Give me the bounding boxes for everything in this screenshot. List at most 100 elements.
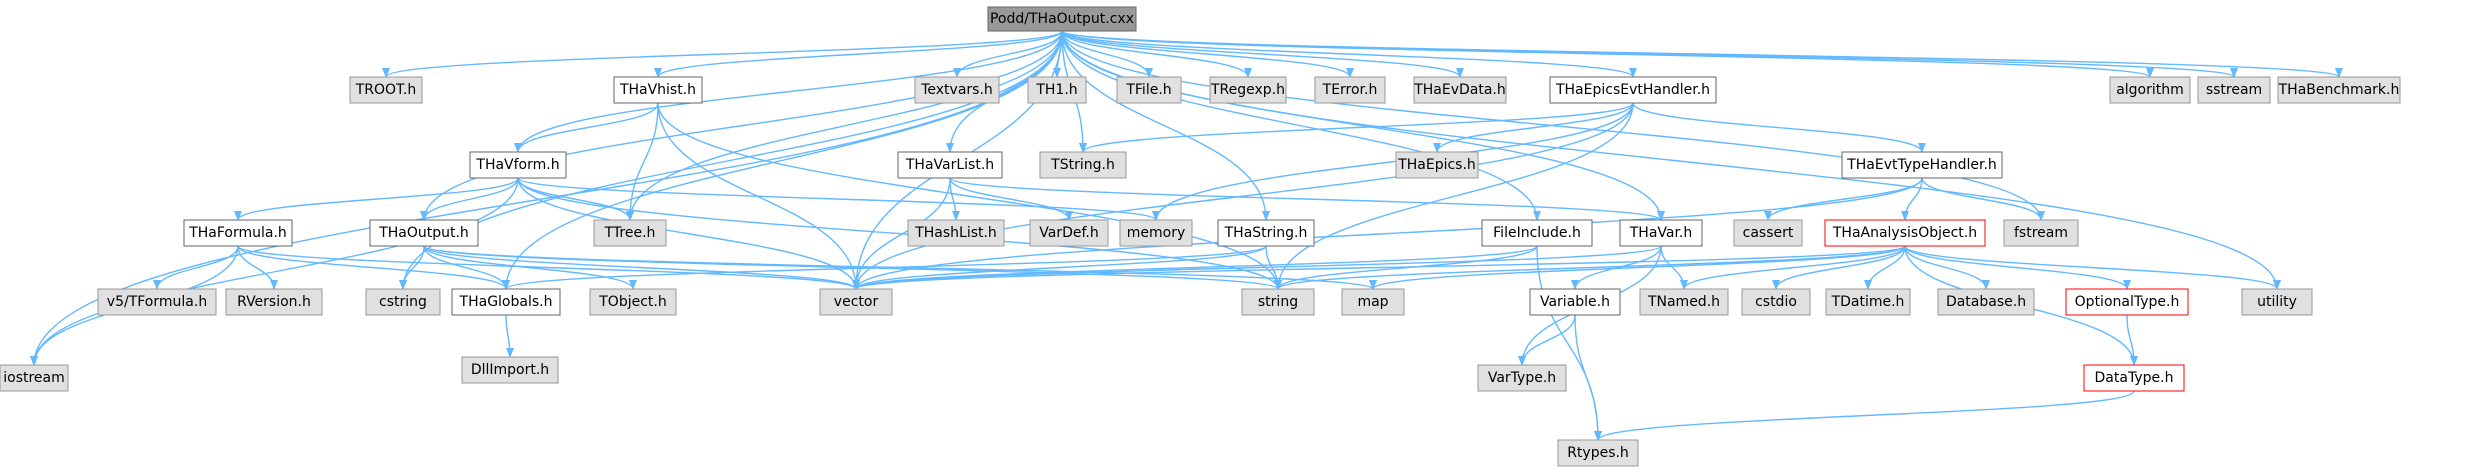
edge-tha-analysis-object-to-cstdio	[1772, 245, 1906, 290]
edge-variable-to-var-type	[1518, 314, 1576, 366]
node-tnamed: TNamed.h	[1639, 288, 1729, 316]
edge-tha-vform-to-iostream	[30, 177, 519, 366]
edge-file-include-to-rtypes	[1536, 245, 1602, 441]
node-box	[183, 219, 293, 247]
node-box	[1039, 151, 1127, 179]
node-label: TError.h	[1322, 82, 1378, 98]
node-optional-type[interactable]: OptionalType.h	[2065, 288, 2189, 316]
edge-root-to-tha-string	[1061, 30, 1270, 221]
node-label: TFile.h	[1125, 82, 1171, 98]
node-label: map	[1357, 294, 1388, 310]
node-label: TObject.h	[598, 294, 666, 310]
node-box	[97, 288, 217, 316]
node-box	[461, 356, 559, 384]
edge-tha-string-to-tha-globals	[502, 245, 1267, 290]
node-box	[2083, 364, 2185, 392]
node-box	[1841, 151, 2003, 179]
node-box	[1341, 288, 1405, 316]
edge-tha-vform-to-memory	[517, 177, 1160, 221]
node-label: THaFormula.h	[188, 225, 287, 241]
node-box	[365, 288, 441, 316]
edges-layer	[30, 30, 2343, 441]
edge-tha-analysis-object-to-tnamed	[1680, 245, 1906, 290]
node-thash-list: THashList.h	[907, 219, 1005, 247]
node-label: THaVhist.h	[619, 82, 696, 98]
node-tha-vform[interactable]: THaVform.h	[469, 151, 567, 179]
node-box	[2241, 288, 2313, 316]
node-tstring: TString.h	[1039, 151, 1127, 179]
edge-tha-analysis-object-to-optional-type	[1904, 245, 2131, 290]
node-tha-var[interactable]: THaVar.h	[1619, 219, 1703, 247]
edge-tha-analysis-object-to-database	[1904, 245, 1990, 290]
edge-root-to-tha-epics-evt-handler	[1061, 30, 1637, 78]
node-label: TNamed.h	[1647, 294, 1720, 310]
node-label: THaEpicsEvtHandler.h	[1555, 82, 1710, 98]
node-variable[interactable]: Variable.h	[1529, 288, 1621, 316]
node-box	[1209, 76, 1287, 104]
node-box	[589, 288, 677, 316]
node-file-include[interactable]: FileInclude.h	[1481, 219, 1593, 247]
node-label: TString.h	[1050, 157, 1115, 173]
node-utility: utility	[2241, 288, 2313, 316]
node-tobject: TObject.h	[589, 288, 677, 316]
node-box	[914, 76, 1000, 104]
edge-tha-analysis-object-to-tdatime	[1864, 245, 1906, 290]
edge-tha-formula-to-v5-tformula	[153, 245, 239, 290]
node-tha-analysis-object[interactable]: THaAnalysisObject.h	[1824, 219, 1986, 247]
node-tha-globals[interactable]: THaGlobals.h	[451, 288, 561, 316]
node-root[interactable]: Podd/THaOutput.cxx	[987, 6, 1137, 32]
node-box	[1639, 288, 1729, 316]
node-label: THashList.h	[914, 225, 997, 241]
node-label: DataType.h	[2095, 370, 2174, 386]
node-label: utility	[2257, 294, 2297, 310]
edge-root-to-tha-var	[1061, 30, 1665, 221]
node-box	[1937, 288, 2035, 316]
edge-tha-var-list-to-tha-var	[949, 177, 1665, 221]
edge-tha-output-to-vector	[423, 245, 860, 290]
node-box	[1029, 219, 1109, 247]
node-label: sstream	[2206, 82, 2262, 98]
edge-tha-output-to-cstring	[399, 245, 425, 290]
node-label: TH1.h	[1035, 82, 1077, 98]
node-box	[1481, 219, 1593, 247]
edge-tha-globals-to-dll-import	[505, 314, 514, 358]
node-box	[1741, 288, 1811, 316]
node-box	[0, 364, 69, 392]
node-box	[1119, 219, 1193, 247]
node-box	[987, 6, 1137, 32]
node-label: Textvars.h	[920, 82, 993, 98]
node-tha-string[interactable]: THaString.h	[1217, 219, 1315, 247]
edge-tha-output-to-tobject	[423, 245, 637, 290]
edge-root-to-algorithm	[1061, 30, 2154, 78]
edge-data-type-to-rtypes	[1594, 390, 2135, 441]
node-tha-vhist[interactable]: THaVhist.h	[613, 76, 703, 104]
node-label: THaEpics.h	[1397, 157, 1476, 173]
edge-root-to-file-include	[1061, 30, 1541, 221]
node-textvars: Textvars.h	[914, 76, 1000, 104]
node-var-type: VarType.h	[1477, 364, 1567, 392]
node-tha-output[interactable]: THaOutput.h	[369, 219, 479, 247]
node-tha-benchmark: THaBenchmark.h	[2277, 76, 2401, 104]
node-tha-epics-evt-handler[interactable]: THaEpicsEvtHandler.h	[1549, 76, 1717, 104]
node-data-type[interactable]: DataType.h	[2083, 364, 2185, 392]
edge-tha-var-list-to-vector	[852, 177, 951, 290]
node-tha-formula[interactable]: THaFormula.h	[183, 219, 293, 247]
edge-root-to-ttree	[626, 30, 1063, 221]
edge-tha-epics-evt-handler-to-vector	[852, 102, 1634, 290]
node-label: VarType.h	[1488, 370, 1556, 386]
node-tha-var-list[interactable]: THaVarList.h	[897, 151, 1003, 179]
node-label: TDatime.h	[1831, 294, 1905, 310]
node-label: THaEvData.h	[1413, 82, 1506, 98]
node-box	[1825, 288, 1911, 316]
node-label: memory	[1127, 225, 1186, 241]
node-box	[1241, 288, 1315, 316]
node-label: THaGlobals.h	[459, 294, 553, 310]
edge-tha-epics-evt-handler-to-tha-epics	[1433, 102, 1634, 153]
node-tha-epics: THaEpics.h	[1395, 151, 1479, 179]
node-tha-evt-type-handler[interactable]: THaEvtTypeHandler.h	[1841, 151, 2003, 179]
node-label: TTree.h	[604, 225, 656, 241]
node-label: RVersion.h	[237, 294, 311, 310]
node-string: string	[1241, 288, 1315, 316]
node-label: v5/TFormula.h	[107, 294, 207, 310]
